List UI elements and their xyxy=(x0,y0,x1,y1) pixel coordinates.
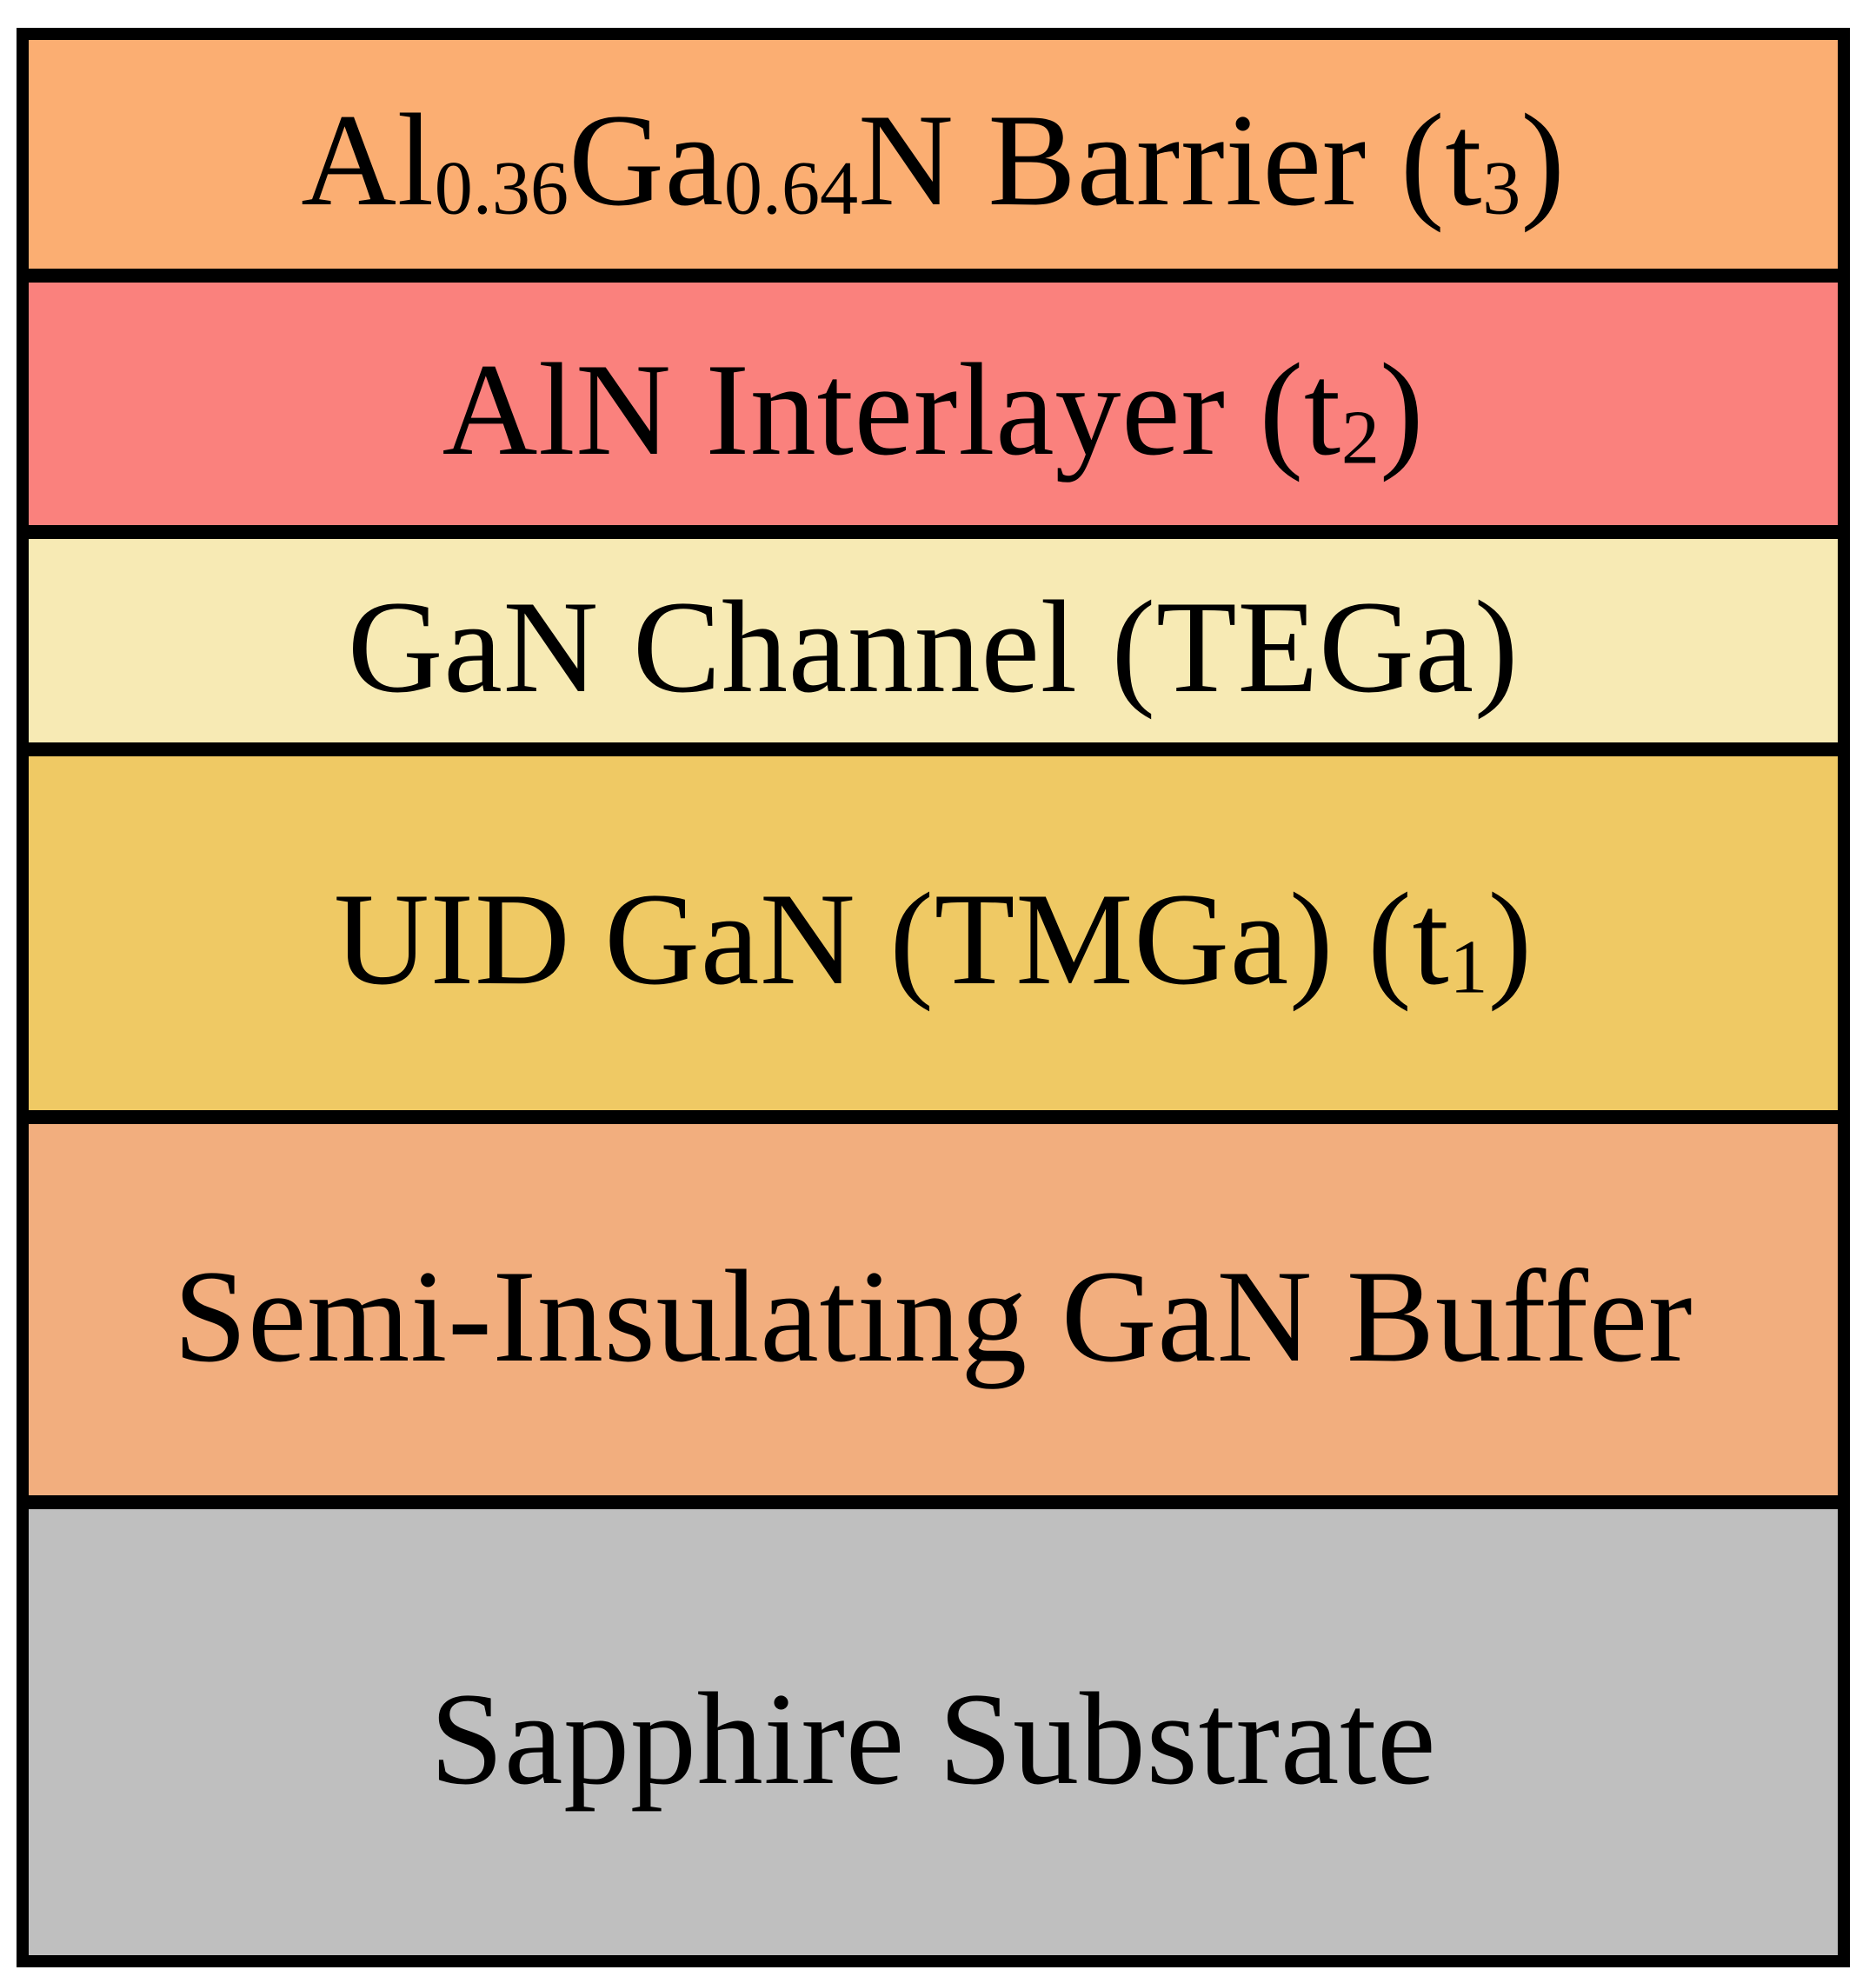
layer-gan-channel: GaN Channel (TEGa) xyxy=(29,539,1838,756)
layer-algan-barrier: Al0.36Ga0.64N Barrier (t3) xyxy=(29,40,1838,283)
layer-gan-channel-label: GaN Channel (TEGa) xyxy=(347,574,1520,720)
layer-uid-gan: UID GaN (TMGa) (t1) xyxy=(29,756,1838,1124)
layer-sapphire-substrate: Sapphire Substrate xyxy=(29,1509,1838,1955)
layer-aln-interlayer: AlN Interlayer (t2) xyxy=(29,283,1838,539)
layer-algan-barrier-label: Al0.36Ga0.64N Barrier (t3) xyxy=(301,87,1566,234)
layer-uid-gan-label: UID GaN (TMGa) (t1) xyxy=(334,866,1533,1013)
layer-si-gan-buffer: Semi-Insulating GaN Buffer xyxy=(29,1124,1838,1509)
epitaxial-layer-stack: Al0.36Ga0.64N Barrier (t3) AlN Interlaye… xyxy=(17,28,1850,1967)
layer-sapphire-substrate-label: Sapphire Substrate xyxy=(429,1665,1437,1812)
layer-aln-interlayer-label: AlN Interlayer (t2) xyxy=(442,336,1425,483)
layer-si-gan-buffer-label: Semi-Insulating GaN Buffer xyxy=(173,1242,1693,1389)
